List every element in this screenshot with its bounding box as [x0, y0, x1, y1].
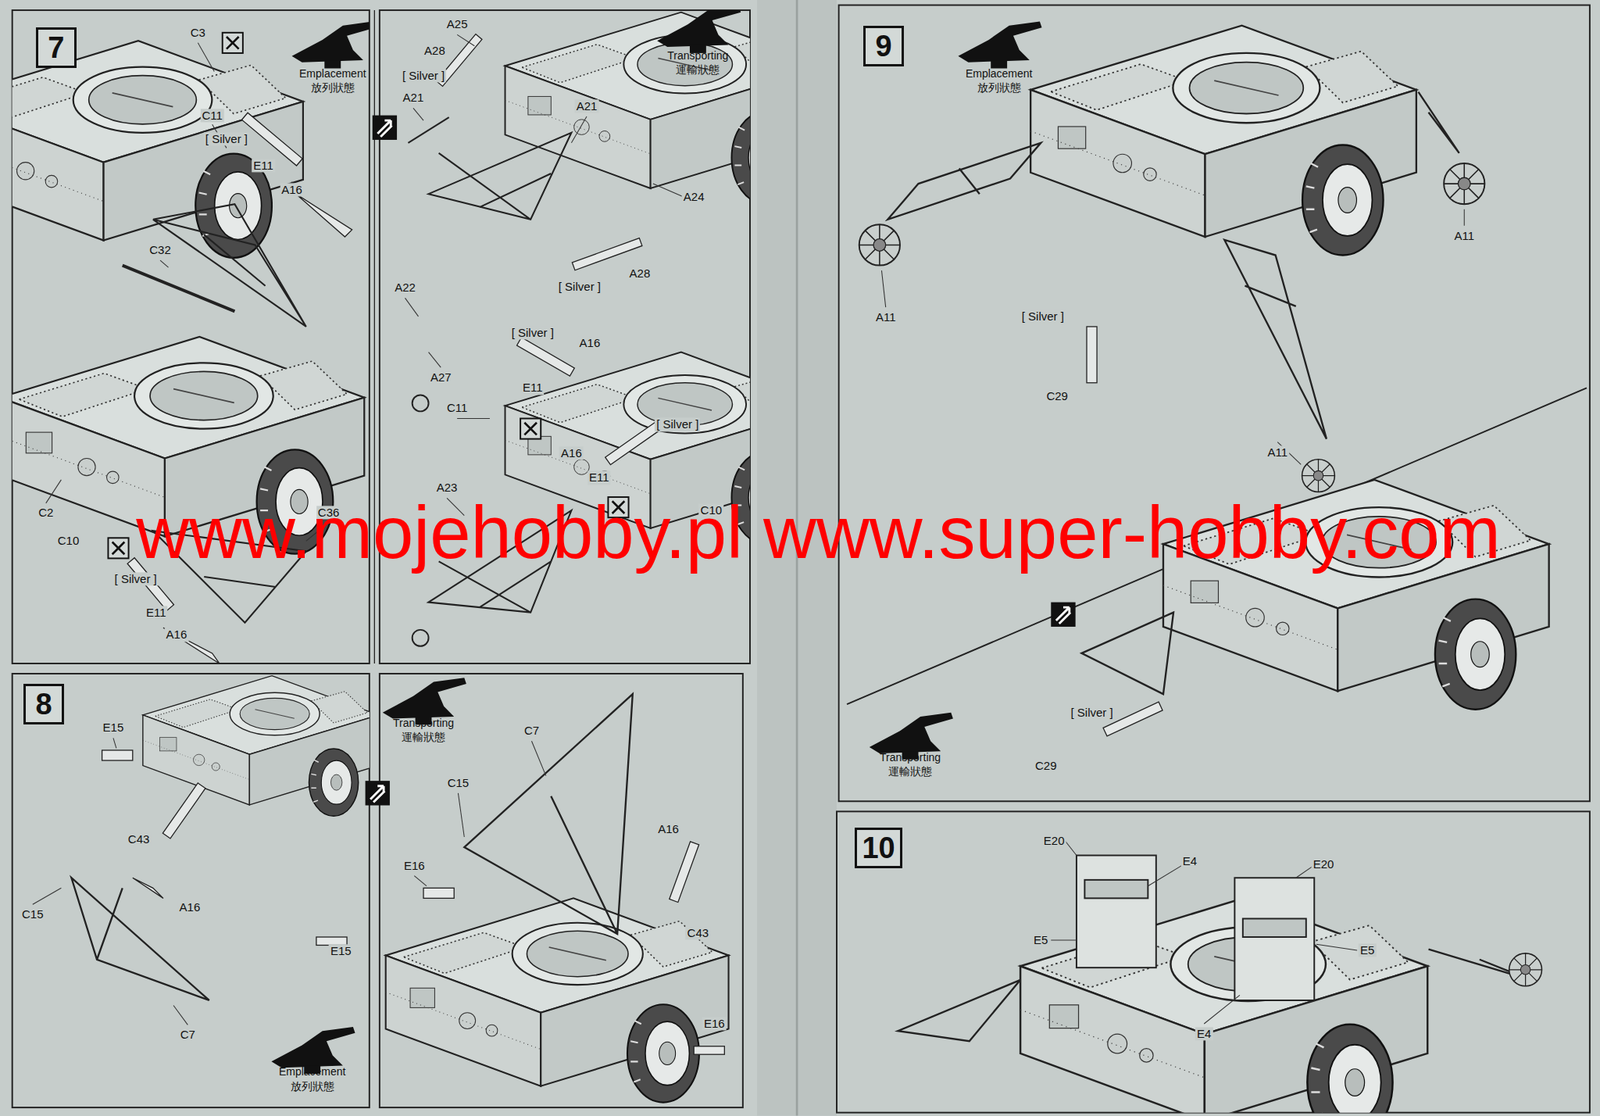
- part-number: A11: [1265, 445, 1290, 459]
- paint-note: [ Silver ]: [1020, 309, 1066, 323]
- part-number: C43: [126, 832, 152, 846]
- part-number: A21: [575, 99, 600, 113]
- part-number: A25: [445, 17, 470, 32]
- paint-note: [ Silver ]: [654, 417, 700, 432]
- step-number: 7: [47, 32, 65, 63]
- part-number: A16: [178, 900, 203, 915]
- paint-note: [ Silver ]: [1068, 705, 1115, 719]
- part-number: E15: [328, 944, 354, 958]
- step-number: 10: [861, 832, 895, 863]
- part-number: A27: [428, 371, 454, 385]
- part-number: E11: [521, 381, 545, 395]
- step-number-box: 7: [35, 27, 77, 68]
- paint-note: [ Silver ]: [400, 68, 447, 83]
- state-label: 放列狀態: [975, 81, 1023, 94]
- state-label: 運輸狀態: [674, 63, 722, 76]
- part-number: A16: [559, 446, 584, 460]
- part-number: A28: [628, 266, 653, 280]
- part-number: E5: [1032, 932, 1050, 947]
- step-number: 8: [35, 689, 53, 719]
- part-number: E11: [251, 158, 275, 172]
- part-number: E4: [1195, 1026, 1213, 1040]
- part-number: C10: [56, 534, 82, 548]
- part-number: C32: [147, 242, 173, 257]
- part-number: C29: [1033, 758, 1059, 772]
- state-label: Emplacement: [297, 67, 368, 80]
- paint-note: [ Silver ]: [203, 132, 250, 146]
- paint-note: [ Silver ]: [510, 325, 556, 340]
- part-number: C29: [1044, 389, 1070, 403]
- part-number: C15: [20, 907, 46, 922]
- part-number: E5: [1358, 942, 1376, 957]
- state-label: 運輸狀態: [400, 730, 447, 743]
- state-label: Transporting: [391, 716, 456, 729]
- part-number: A16: [656, 821, 681, 836]
- part-number: E20: [1042, 834, 1067, 848]
- step-number: 9: [875, 31, 893, 61]
- part-number: A22: [392, 281, 418, 295]
- watermark: www.mojehobby.pl www.super-hobby.com: [135, 496, 1501, 570]
- part-number: C43: [685, 925, 711, 940]
- part-number: C11: [200, 108, 224, 122]
- part-number: A16: [578, 335, 603, 350]
- part-number: C15: [446, 775, 472, 790]
- part-number: A24: [682, 189, 707, 204]
- part-number: A11: [874, 310, 898, 325]
- part-number: E20: [1311, 857, 1336, 872]
- part-number: C2: [36, 505, 55, 519]
- part-number: E16: [702, 1016, 727, 1030]
- step-number-box: 8: [23, 683, 65, 725]
- part-number: C7: [178, 1028, 197, 1042]
- part-number: A28: [422, 44, 447, 58]
- part-number: A21: [401, 91, 426, 105]
- state-label: 運輸狀態: [886, 764, 934, 778]
- state-label: 放列狀態: [289, 1079, 336, 1093]
- part-number: E11: [144, 605, 168, 619]
- part-number: C11: [445, 401, 469, 415]
- part-number: C3: [189, 25, 208, 40]
- part-number: A11: [1452, 228, 1476, 243]
- paint-note: [ Silver ]: [113, 571, 159, 586]
- state-label: Emplacement: [964, 67, 1035, 80]
- part-number: E4: [1181, 854, 1199, 868]
- state-label: Emplacement: [277, 1064, 348, 1078]
- part-number: C7: [522, 724, 541, 738]
- part-number: E16: [402, 858, 427, 872]
- part-number: A23: [435, 481, 460, 495]
- part-number: E15: [101, 721, 126, 735]
- state-label: Transporting: [878, 750, 943, 764]
- part-number: E11: [587, 471, 611, 485]
- part-number: A16: [164, 628, 190, 642]
- state-label: 放列狀態: [309, 81, 357, 94]
- step-number-box: 9: [863, 25, 904, 67]
- paint-note: [ Silver ]: [557, 279, 603, 293]
- part-number: A16: [279, 182, 304, 197]
- state-label: Transporting: [665, 48, 730, 61]
- step-number-box: 10: [854, 827, 902, 868]
